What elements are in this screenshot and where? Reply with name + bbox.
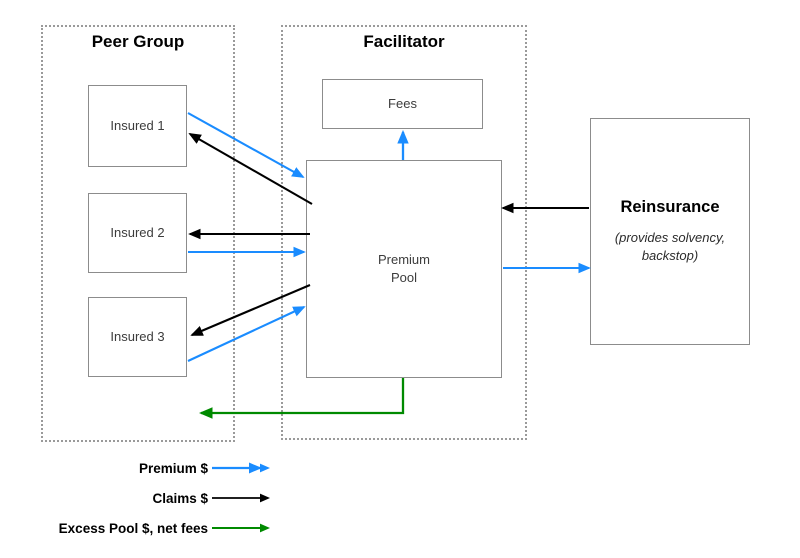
node-insured-3-label: Insured 3: [110, 329, 165, 344]
legend-label-claims: Claims $: [152, 491, 208, 506]
node-insured-3[interactable]: Insured 3: [88, 297, 187, 377]
legend-label-excess: Excess Pool $, net fees: [58, 521, 208, 536]
legend-row-excess: Excess Pool $, net fees: [0, 518, 300, 548]
group-title-peer-group: Peer Group: [91, 32, 185, 51]
group-frame-facilitator: [281, 25, 527, 440]
legend-arrow-claims-icon: [212, 493, 270, 503]
node-premium-pool-label: Premium Pool: [377, 252, 430, 285]
legend-row-claims: Claims $: [0, 488, 300, 518]
node-reinsurance[interactable]: Reinsurance (provides solvency, backstop…: [590, 118, 750, 345]
group-title-facilitator: Facilitator: [363, 32, 445, 51]
node-insured-2-label: Insured 2: [110, 225, 165, 240]
node-fees[interactable]: Fees: [322, 79, 483, 129]
legend: Premium $ Claims $ Excess Pool $, net fe…: [0, 458, 300, 548]
node-reinsurance-sublabel: (provides solvency, backstop): [614, 230, 726, 263]
legend-row-premium: Premium $: [0, 458, 300, 488]
legend-arrow-premium-icon: [212, 462, 270, 474]
node-insured-2[interactable]: Insured 2: [88, 193, 187, 273]
node-fees-label: Fees: [388, 96, 417, 111]
legend-arrow-excess-icon: [212, 523, 270, 533]
node-reinsurance-label: Reinsurance: [620, 198, 720, 216]
node-premium-pool[interactable]: Premium Pool: [306, 160, 502, 378]
node-insured-1-label: Insured 1: [110, 118, 165, 133]
legend-label-premium: Premium $: [138, 461, 208, 476]
node-insured-1[interactable]: Insured 1: [88, 85, 187, 167]
